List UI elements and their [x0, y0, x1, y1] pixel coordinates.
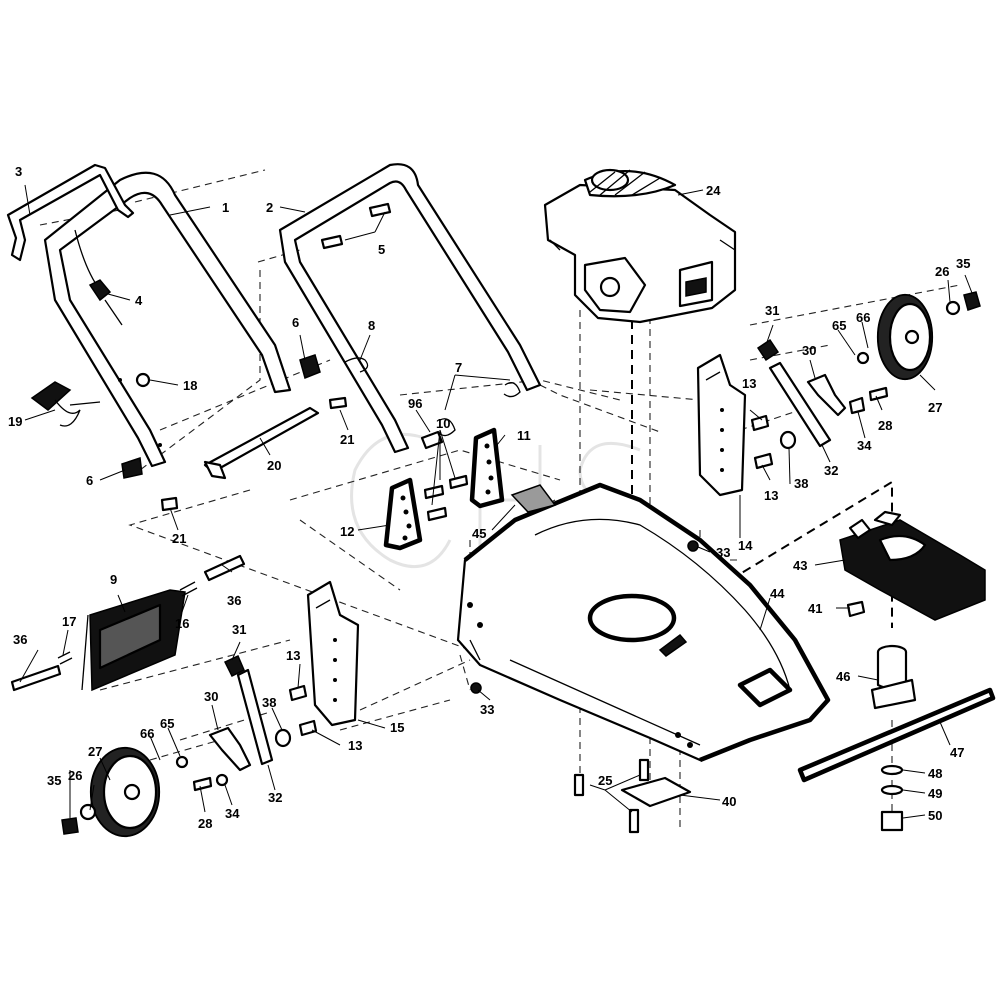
callout-34-right: 34	[857, 438, 872, 453]
callout-24: 24	[706, 183, 721, 198]
handle-bolts	[320, 202, 392, 250]
control-bail	[6, 163, 135, 262]
bracket-bolts	[288, 414, 774, 737]
callout-17: 17	[62, 614, 76, 629]
callout-19: 19	[8, 414, 22, 429]
callout-38-left: 38	[262, 695, 276, 710]
callout-44: 44	[770, 586, 785, 601]
height-bracket-11	[469, 427, 505, 509]
callout-14: 14	[738, 538, 753, 553]
callout-leaders	[19, 184, 973, 819]
rear-wheel-left	[61, 746, 161, 838]
callout-65-left: 65	[160, 716, 174, 731]
deck-nuts	[470, 540, 699, 694]
callout-9: 9	[110, 572, 117, 587]
callout-20: 20	[267, 458, 281, 473]
callout-40: 40	[722, 794, 736, 809]
mower-deck	[456, 482, 831, 763]
callout-15: 15	[390, 720, 404, 735]
callout-28-left: 28	[198, 816, 212, 831]
mulch-cover	[839, 510, 986, 621]
callout-6-lower: 6	[86, 473, 93, 488]
callout-6-upper: 6	[292, 315, 299, 330]
handle-brackets	[121, 354, 321, 479]
callout-35-left: 35	[47, 773, 61, 788]
deflector-plate	[510, 484, 557, 513]
callout-5: 5	[378, 242, 385, 257]
lower-handle-left	[43, 171, 292, 468]
callout-21-b: 21	[172, 531, 186, 546]
callout-48: 48	[928, 766, 942, 781]
rear-flap	[81, 589, 186, 692]
callout-34-left: 34	[225, 806, 240, 821]
callout-33-right: 33	[716, 545, 730, 560]
callout-36-right: 36	[227, 593, 241, 608]
pins-and-clips	[420, 382, 521, 522]
callout-47: 47	[950, 745, 964, 760]
callout-12: 12	[340, 524, 354, 539]
callout-32-left: 32	[268, 790, 282, 805]
callout-50: 50	[928, 808, 942, 823]
callout-13-b: 13	[764, 488, 778, 503]
callout-31-left: 31	[232, 622, 246, 637]
height-bracket-12	[383, 477, 423, 551]
deck-bolts-and-baffle	[573, 758, 692, 834]
callout-65-right: 65	[832, 318, 846, 333]
callout-30-right: 30	[802, 343, 816, 358]
callout-11: 11	[517, 428, 531, 443]
wheel-bracket-14	[696, 353, 747, 497]
callout-13-c: 13	[286, 648, 300, 663]
height-lever-left	[175, 654, 274, 792]
callout-25: 25	[598, 773, 612, 788]
height-lever-right	[756, 338, 889, 448]
callout-13-d: 13	[348, 738, 362, 753]
wheel-bracket-15	[306, 580, 360, 727]
callout-27-left: 27	[88, 744, 102, 759]
callout-32-right: 32	[824, 463, 838, 478]
callout-8: 8	[368, 318, 375, 333]
spacers	[274, 430, 797, 748]
callout-33-left: 33	[480, 702, 494, 717]
callout-96: 96	[408, 396, 422, 411]
callout-labels: 1 2 3 4 5 6 6 7 8 9 10 11 12 13 13 13 13…	[8, 164, 970, 831]
callout-10: 10	[436, 416, 450, 431]
callout-36-left: 36	[13, 632, 27, 647]
callout-31-right: 31	[765, 303, 779, 318]
callout-35-right: 35	[956, 256, 970, 271]
callout-45: 45	[472, 526, 486, 541]
callout-26-right: 26	[935, 264, 949, 279]
callout-66-right: 66	[856, 310, 870, 325]
callout-41: 41	[808, 601, 822, 616]
cable-and-clip	[74, 229, 123, 326]
callout-21-a: 21	[340, 432, 354, 447]
callout-4: 4	[135, 293, 143, 308]
callout-18: 18	[183, 378, 197, 393]
shoulder-bolts	[160, 396, 348, 512]
callout-2: 2	[266, 200, 273, 215]
callout-49: 49	[928, 786, 942, 801]
callout-26-left: 26	[68, 768, 82, 783]
callout-66-left: 66	[140, 726, 154, 741]
callout-1: 1	[222, 200, 229, 215]
upper-handle-right	[278, 163, 542, 454]
callout-38-right: 38	[794, 476, 808, 491]
callout-27-right: 27	[928, 400, 942, 415]
rear-wheel-right	[876, 291, 981, 381]
blade-assembly	[797, 644, 996, 832]
callout-7: 7	[455, 360, 462, 375]
cable-guide	[344, 357, 369, 373]
height-adjust-rod	[203, 406, 320, 480]
handle-knob-left	[30, 381, 101, 427]
callout-16: 16	[175, 616, 189, 631]
hinge-rods-and-springs	[10, 554, 246, 692]
callout-28-right: 28	[878, 418, 892, 433]
callout-43: 43	[793, 558, 807, 573]
callout-46: 46	[836, 669, 850, 684]
callout-30-left: 30	[204, 689, 218, 704]
callout-13-a: 13	[742, 376, 756, 391]
engine	[543, 168, 737, 324]
callout-3: 3	[15, 164, 22, 179]
